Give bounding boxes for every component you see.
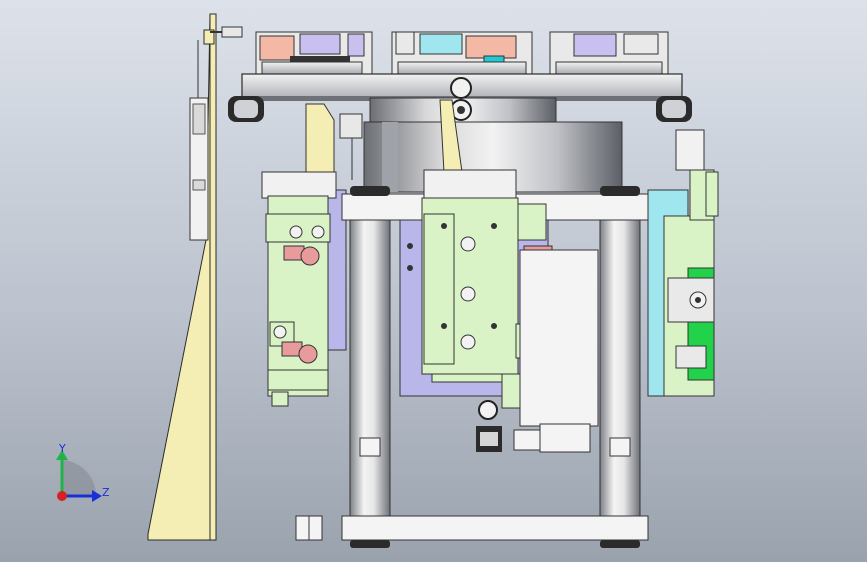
top-fixture-left[interactable] xyxy=(255,31,373,75)
frame-left-post[interactable] xyxy=(349,219,391,517)
z-axis-arrow-icon xyxy=(62,490,102,502)
top-fixture-center[interactable] xyxy=(391,31,533,75)
y-axis-label: Y xyxy=(59,442,66,455)
y-axis-arrow-icon xyxy=(56,450,68,496)
axis-triad xyxy=(56,450,102,502)
left-gripper-assembly[interactable] xyxy=(261,171,337,407)
floor-small-block[interactable] xyxy=(295,515,323,541)
frame-base-bar[interactable] xyxy=(341,515,649,548)
right-gripper-assembly[interactable] xyxy=(647,129,719,397)
x-axis-dot-icon xyxy=(57,491,67,501)
center-slide-unit[interactable] xyxy=(421,169,521,409)
frame-right-post[interactable] xyxy=(599,219,641,517)
top-fixture-right[interactable] xyxy=(549,31,669,75)
lower-motor-block[interactable] xyxy=(476,249,599,453)
z-axis-label: Z xyxy=(102,486,110,499)
left-sensor-bracket[interactable] xyxy=(189,26,243,241)
left-tapered-plate[interactable] xyxy=(147,13,217,541)
small-clamp[interactable] xyxy=(339,113,363,180)
